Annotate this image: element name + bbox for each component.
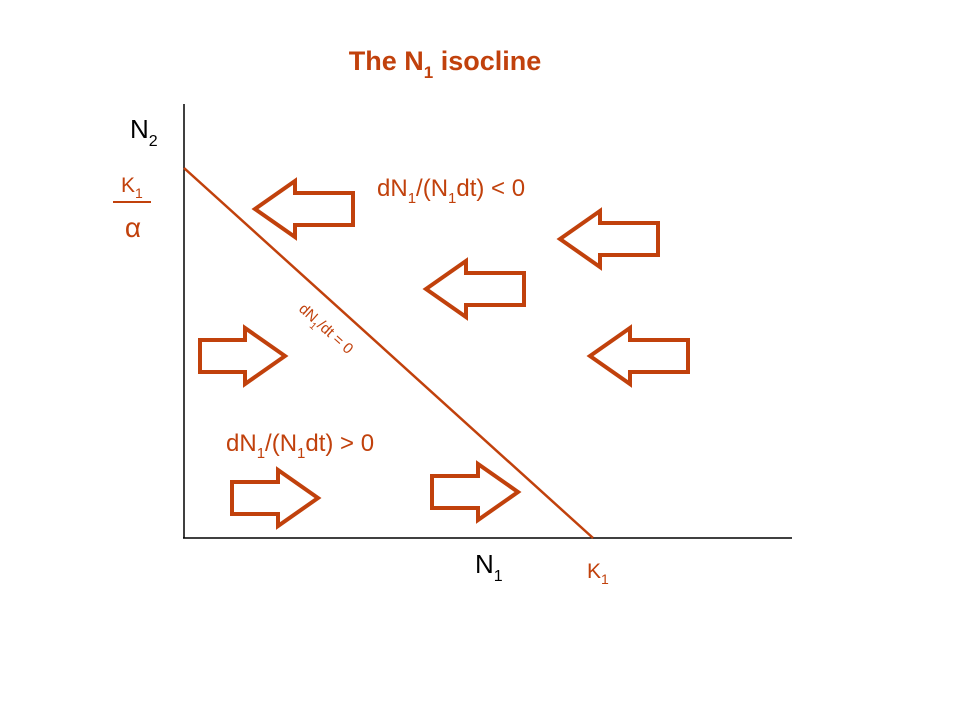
left-arrows [251, 177, 690, 388]
x-intercept-label: K1 [587, 560, 609, 587]
right-arrow [198, 324, 289, 388]
left-arrow [586, 324, 690, 388]
left-arrow [251, 177, 355, 241]
left-arrow [422, 257, 526, 321]
right-arrows [198, 324, 522, 530]
left-arrow [556, 207, 660, 271]
y-axis-label: N2 [130, 114, 158, 150]
isocline-label: dN1/dt = 0 [293, 300, 357, 360]
diagram-title: The N1 isocline [349, 46, 542, 82]
y-intercept-denominator: α [125, 212, 141, 243]
x-axis-label: N1 [475, 549, 503, 585]
region-label-increase: dN1/(N1dt) > 0 [226, 430, 374, 462]
isocline-line [183, 167, 594, 539]
right-arrow [230, 466, 322, 530]
y-intercept-numerator: K1 [121, 174, 143, 201]
y-intercept-label: K1 α [113, 174, 151, 243]
region-label-decrease: dN1/(N1dt) < 0 [377, 175, 525, 207]
right-arrow [430, 460, 522, 524]
